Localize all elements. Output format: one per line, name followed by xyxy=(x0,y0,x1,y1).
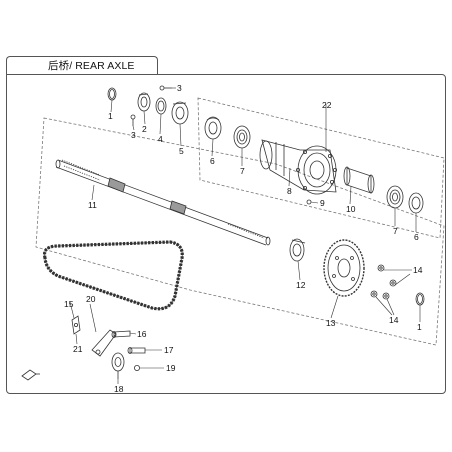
callout-7: 7 xyxy=(393,226,398,236)
drive-chain-part xyxy=(42,240,184,311)
callout-12: 12 xyxy=(296,280,306,290)
circlip-part-right xyxy=(415,292,425,306)
callout-22: 22 xyxy=(322,100,332,110)
bearing-part-right xyxy=(386,185,404,209)
callout-9: 9 xyxy=(320,198,325,208)
callout-14: 14 xyxy=(389,315,399,325)
callout-7: 7 xyxy=(240,166,245,176)
callout-6: 6 xyxy=(414,232,419,242)
callout-16: 16 xyxy=(137,329,147,339)
page-title: 后桥/ REAR AXLE xyxy=(48,60,135,72)
callout-8: 8 xyxy=(287,186,292,196)
small-bracket-part xyxy=(71,315,81,335)
callout-1: 1 xyxy=(108,111,113,121)
callout-1: 1 xyxy=(417,322,422,332)
callout-3: 3 xyxy=(177,83,182,93)
screw-part-upper xyxy=(159,85,172,91)
oil-seal-part-left xyxy=(204,116,222,140)
hub-group-boundary xyxy=(197,97,445,239)
screw-part-lower xyxy=(130,114,136,126)
nut-part-group xyxy=(370,264,397,300)
bolt-part-17 xyxy=(127,347,146,354)
washer-part xyxy=(155,97,167,115)
oil-seal-part-right xyxy=(408,192,424,214)
pin-part-16 xyxy=(111,330,131,338)
roller-part xyxy=(111,352,125,379)
front-direction-arrow xyxy=(21,369,40,381)
bearing-part-left xyxy=(233,125,251,149)
callout-4: 4 xyxy=(158,134,163,144)
callout-14: 14 xyxy=(413,265,423,275)
callout-13: 13 xyxy=(326,318,336,328)
callout-20: 20 xyxy=(86,294,96,304)
lock-plate-part xyxy=(171,101,189,125)
callout-10: 10 xyxy=(346,204,356,214)
axle-shaft-part xyxy=(55,159,271,246)
callout-21: 21 xyxy=(73,344,83,354)
callout-19: 19 xyxy=(166,363,176,373)
callout-18: 18 xyxy=(114,384,124,394)
callout-17: 17 xyxy=(164,345,174,355)
callout-3: 3 xyxy=(131,130,136,140)
callout-15: 15 xyxy=(64,299,74,309)
locknut-part xyxy=(137,92,151,112)
leader-lines xyxy=(69,87,421,384)
callout-5: 5 xyxy=(179,146,184,156)
bolt-part xyxy=(306,199,312,205)
circlip-part xyxy=(107,87,117,101)
axle-housing-part xyxy=(259,139,337,195)
rear-sprocket-part xyxy=(323,239,365,297)
nut-part-19 xyxy=(133,364,140,371)
title-tab xyxy=(6,56,158,75)
callout-2: 2 xyxy=(142,124,147,134)
sprocket-hub-part xyxy=(289,238,306,262)
callout-11: 11 xyxy=(88,200,97,210)
diagram-frame xyxy=(6,74,446,394)
spacer-tube-part xyxy=(343,166,375,194)
axle-group-boundary xyxy=(35,117,445,346)
callout-6: 6 xyxy=(210,156,215,166)
